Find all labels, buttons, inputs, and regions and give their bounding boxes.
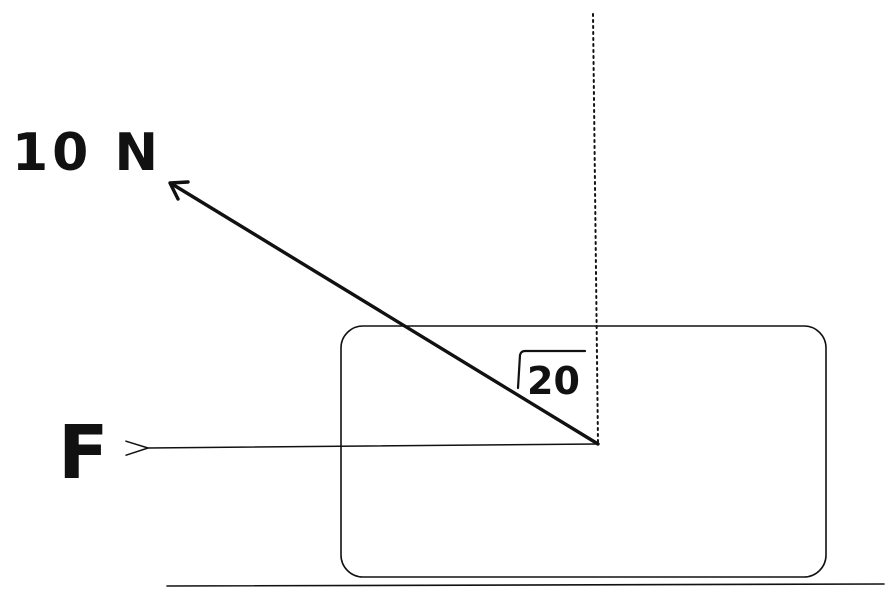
angle-label: 20 — [527, 359, 580, 403]
force-arrow-10n — [170, 182, 600, 446]
ground-line — [166, 583, 885, 587]
force-arrow-f — [125, 440, 599, 456]
block — [340, 325, 827, 578]
vertical-reference-line — [592, 13, 599, 445]
force-arrow-10n-head — [168, 180, 190, 201]
angle-bracket — [516, 349, 587, 390]
force-magnitude-label: 10 N — [12, 123, 162, 183]
horizontal-force-label: F — [58, 410, 109, 496]
